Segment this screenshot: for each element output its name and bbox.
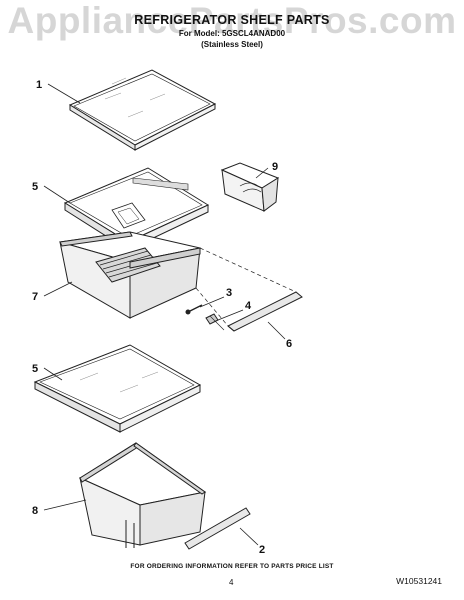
finish-label: (Stainless Steel) — [201, 40, 263, 49]
ordering-note: FOR ORDERING INFORMATION REFER TO PARTS … — [130, 563, 334, 570]
callout-rail-upper: 6 — [286, 338, 292, 350]
model-number: For Model: 5GSCL4ANAD00 — [178, 29, 286, 38]
page-number: 4 — [229, 578, 234, 587]
crisper-cover-lower[interactable] — [33, 344, 202, 433]
watermark: AppliancePartsPros.com — [7, 0, 457, 41]
drawer-rail-upper[interactable] — [227, 291, 303, 332]
callout-cover-upper: 5 — [32, 181, 38, 193]
callout-bin: 9 — [272, 161, 278, 173]
callout-meat-drawer: 8 — [32, 505, 38, 517]
callout-rail-lower: 2 — [259, 544, 265, 556]
callout-cover-lower: 5 — [32, 363, 38, 375]
diagram-title: REFRIGERATOR SHELF PARTS — [134, 13, 330, 27]
clip-part[interactable] — [205, 313, 225, 331]
document-number: W10531241 — [396, 576, 442, 586]
glass-shelf-top[interactable] — [68, 69, 217, 151]
meat-drawer[interactable] — [78, 442, 207, 548]
drawer-rail-lower[interactable] — [184, 507, 251, 550]
callout-shelf-top: 1 — [36, 79, 42, 91]
screw-part[interactable] — [185, 304, 203, 315]
callout-clip: 4 — [245, 300, 252, 312]
callout-screw: 3 — [226, 287, 232, 299]
callout-crisper-drawer: 7 — [32, 291, 38, 303]
crisper-drawer[interactable] — [59, 231, 201, 319]
storage-bin[interactable] — [220, 162, 280, 212]
